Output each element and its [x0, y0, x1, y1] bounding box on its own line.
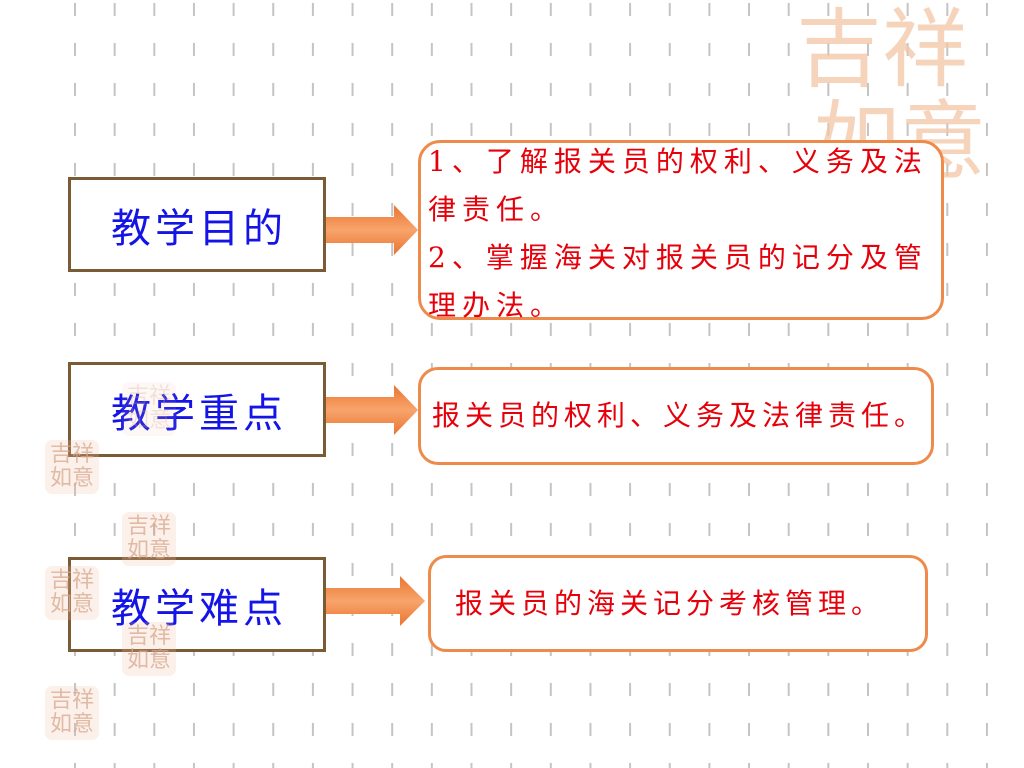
seal-stamp: 吉祥如意 [122, 382, 176, 436]
seal-stamp: 吉祥如意 [122, 512, 176, 566]
seal-stamp: 吉祥如意 [45, 566, 99, 620]
label-text: 教学重点 [111, 390, 287, 437]
content-box-teaching-goal: 1、了解报关员的权利、义务及法 律责任。 2、掌握海关对报关员的记分及管 理办法… [418, 140, 944, 322]
seal-stamp: 吉祥如意 [122, 622, 176, 676]
seal-text: 吉祥如意 [49, 568, 94, 617]
content-line: 2、掌握海关对报关员的记分及管 [428, 241, 928, 274]
seal-stamp: 吉祥如意 [45, 686, 99, 740]
label-text: 教学目的 [111, 205, 287, 252]
content-line: 律责任。 [428, 193, 565, 226]
content-box-teaching-focus: 报关员的权利、义务及法律责任。 [418, 367, 934, 465]
seal-text: 吉祥如意 [49, 688, 94, 737]
seal-stamp: 吉祥如意 [45, 440, 99, 494]
content-box-teaching-difficulty: 报关员的海关记分考核管理。 [428, 555, 928, 652]
seal-text: 吉祥如意 [49, 442, 94, 491]
content-text-block: 1、了解报关员的权利、义务及法 律责任。 2、掌握海关对报关员的记分及管 理办法… [428, 138, 928, 330]
seal-text: 吉祥如意 [126, 514, 171, 563]
content-line: 理办法。 [428, 289, 565, 322]
content-line: 1、了解报关员的权利、义务及法 [428, 145, 928, 178]
label-box-teaching-focus: 教学重点 [68, 362, 326, 457]
label-text: 教学难点 [111, 585, 287, 632]
seal-text: 吉祥如意 [126, 624, 171, 673]
content-line: 报关员的海关记分考核管理。 [455, 587, 885, 620]
seal-text: 吉祥如意 [126, 384, 171, 433]
label-box-teaching-difficulty: 教学难点 [68, 557, 326, 652]
label-box-teaching-goal: 教学目的 [68, 177, 326, 272]
content-line: 报关员的权利、义务及法律责任。 [432, 399, 928, 432]
calligraphy-top-line: 吉祥 [796, 0, 968, 100]
